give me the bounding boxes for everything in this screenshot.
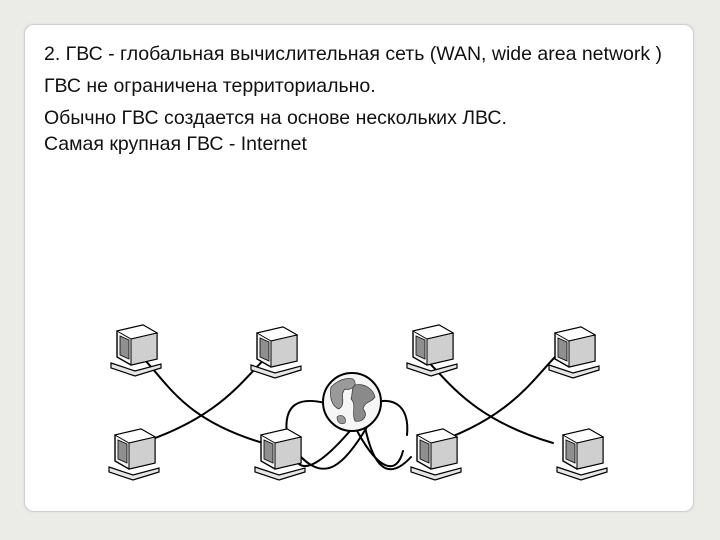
computer-icon — [254, 428, 306, 481]
computer-icon — [250, 326, 302, 379]
computer-icon — [108, 428, 160, 481]
computer-icon — [406, 324, 458, 377]
text-line-lans: Обычно ГВС создается на основе нескольки… — [44, 107, 507, 129]
text-line-internet: Самая крупная ГВС - Internet — [44, 133, 307, 155]
computer-icon — [556, 428, 608, 481]
network-cables — [134, 350, 562, 471]
slide-text: 2. ГВС - глобальная вычислительная сеть … — [44, 41, 674, 163]
computer-icon — [410, 428, 462, 481]
computer-icon — [110, 324, 162, 377]
slide: 2. ГВС - глобальная вычислительная сеть … — [24, 24, 694, 512]
wan-network-diagram — [108, 324, 608, 481]
globe-icon — [322, 372, 382, 432]
slide-heading: 2. ГВС - глобальная вычислительная сеть … — [44, 43, 663, 65]
computer-icon — [548, 326, 600, 379]
text-line-territory: ГВС не ограничена территориально. — [44, 75, 376, 97]
